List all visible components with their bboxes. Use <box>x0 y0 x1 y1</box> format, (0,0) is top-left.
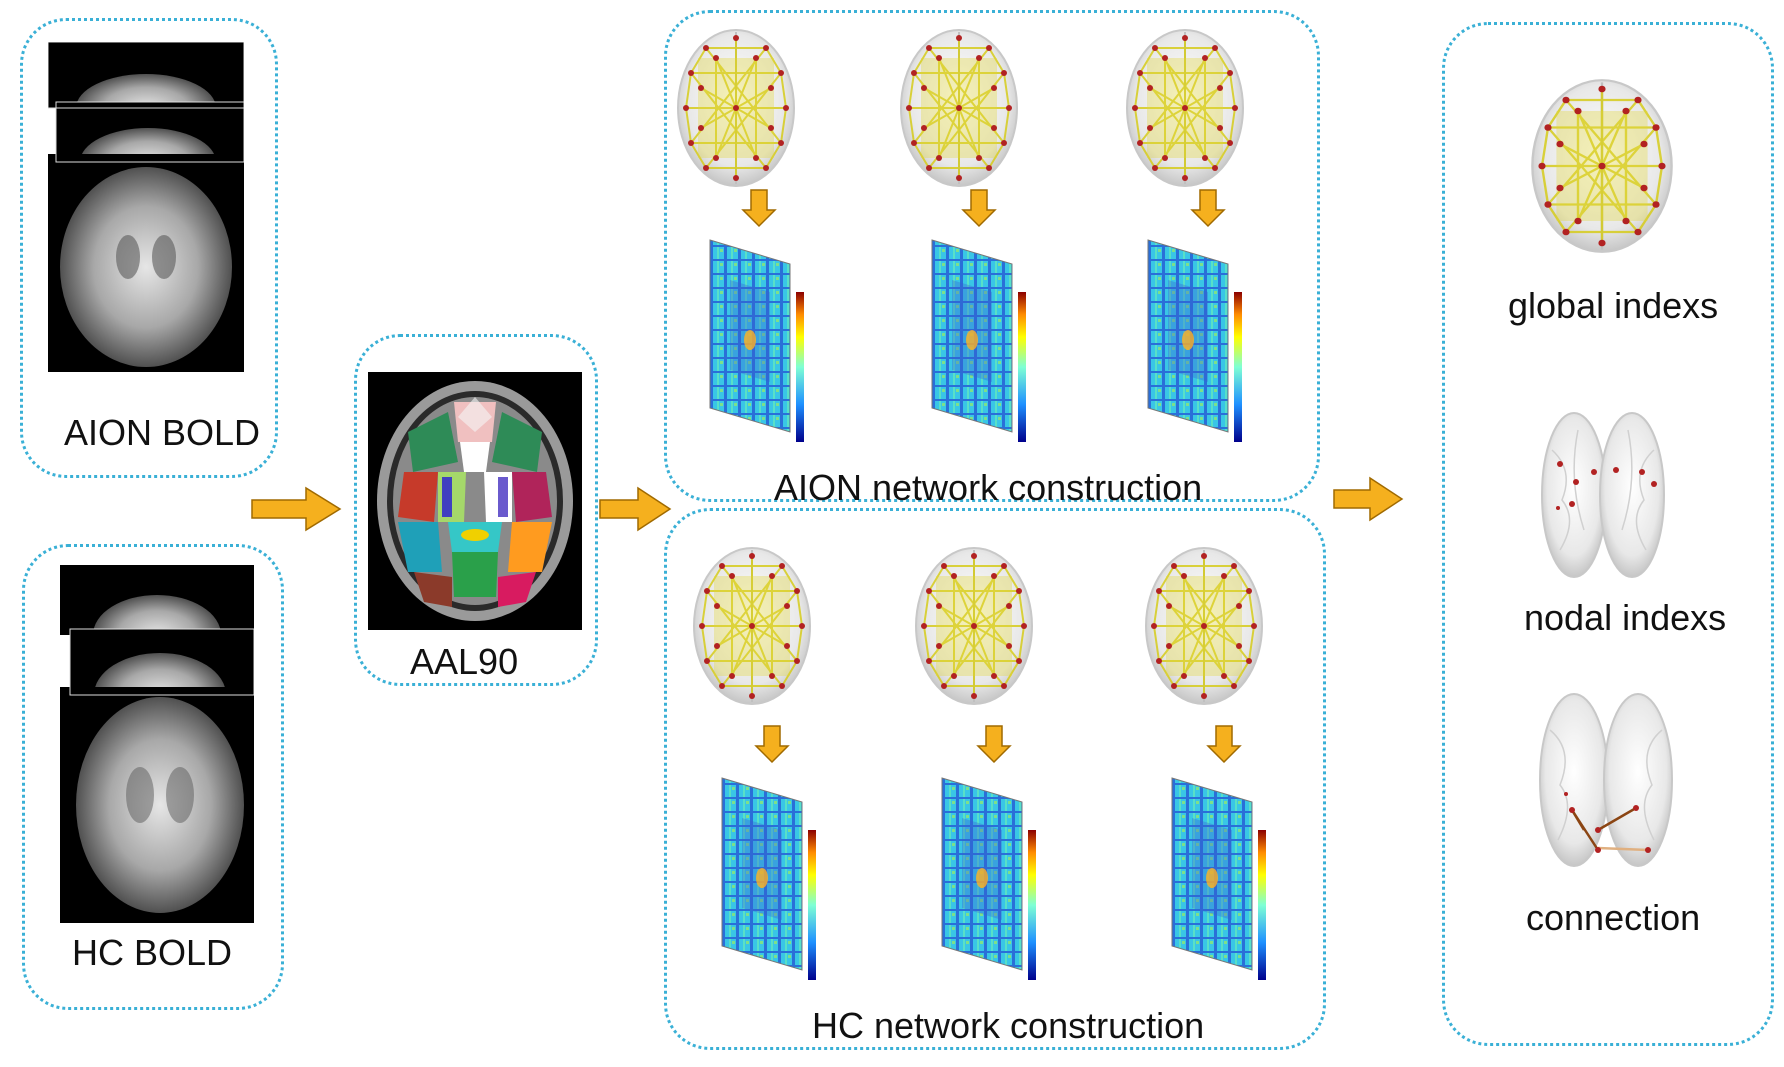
aal90-label: AAL90 <box>410 641 519 682</box>
aion-bold-panel <box>20 18 278 478</box>
hc-bold-image <box>60 565 254 923</box>
aion-bold-label: AION BOLD <box>64 412 261 453</box>
nodal-brain-image <box>1538 410 1668 580</box>
aion-bold-image <box>48 42 244 372</box>
right-arrow-icon <box>250 486 342 532</box>
connection-label: connection <box>1526 897 1701 938</box>
connection-brain-image <box>1536 690 1676 870</box>
aion-network-graphics <box>664 10 1320 502</box>
hc-network-panel <box>664 508 1326 1050</box>
hc-network-label: HC network construction <box>812 1005 1205 1046</box>
right-arrow-icon <box>598 486 672 532</box>
nodal-indexs-label: nodal indexs <box>1524 597 1727 638</box>
results-panel <box>1442 22 1774 1046</box>
hc-network-graphics <box>664 508 1326 1050</box>
global-network-brain-image <box>1530 78 1674 254</box>
hc-bold-panel <box>22 544 284 1010</box>
right-arrow-icon <box>1332 476 1404 522</box>
aal90-panel <box>354 334 598 686</box>
global-indexs-label: global indexs <box>1508 285 1719 326</box>
hc-bold-label: HC BOLD <box>72 932 233 973</box>
aal90-atlas-image <box>368 372 582 630</box>
aion-network-panel <box>664 10 1320 502</box>
aion-network-label: AION network construction <box>774 467 1203 508</box>
